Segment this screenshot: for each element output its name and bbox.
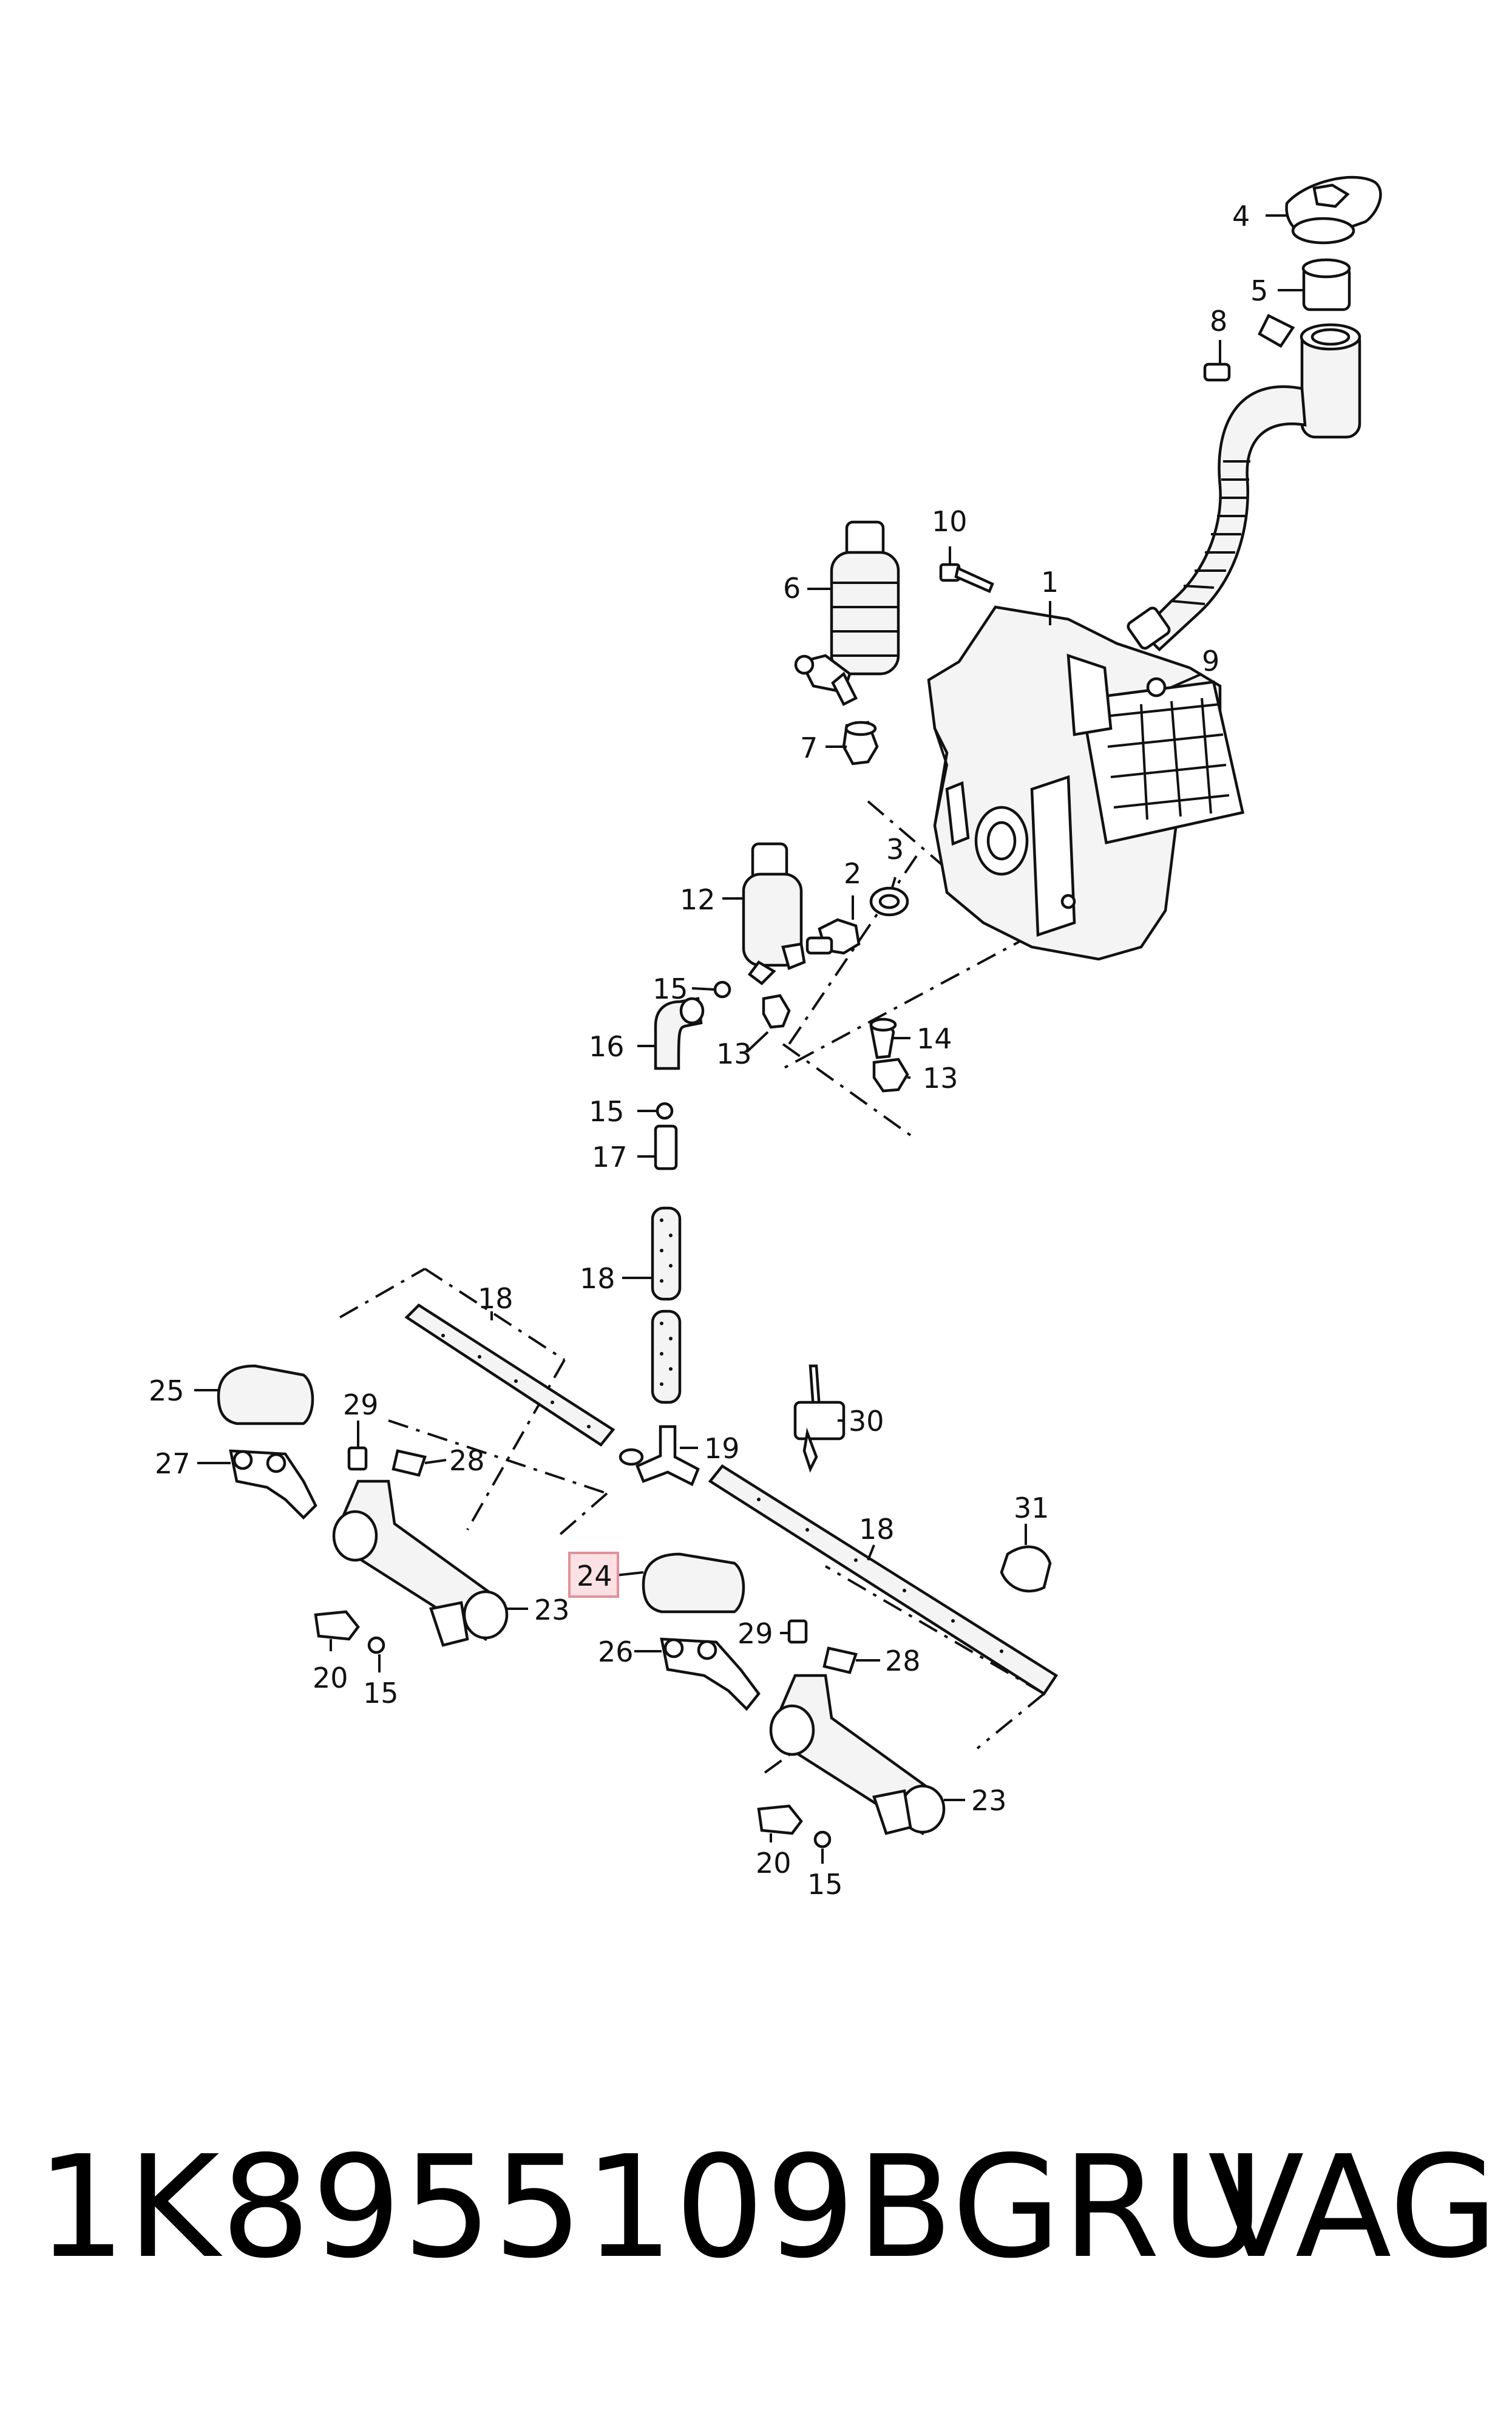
callout-1: 1 bbox=[1041, 566, 1059, 599]
callout-15-right: 15 bbox=[807, 1868, 843, 1901]
left-headlight-washer bbox=[217, 1364, 509, 1654]
callout-8: 8 bbox=[1210, 305, 1227, 338]
callout-12: 12 bbox=[680, 883, 716, 916]
callout-24: 24 bbox=[577, 1560, 612, 1592]
callout-29-left: 29 bbox=[343, 1388, 379, 1421]
hose-clips bbox=[793, 1364, 1052, 1593]
callout-28-right: 28 bbox=[885, 1645, 921, 1677]
callout-17: 17 bbox=[592, 1141, 628, 1173]
callout-9: 9 bbox=[1202, 645, 1219, 677]
callout-2: 2 bbox=[844, 857, 861, 890]
washer-fluid-reservoir bbox=[927, 605, 1245, 961]
callout-18-right: 18 bbox=[859, 1513, 895, 1546]
callout-6: 6 bbox=[783, 572, 801, 605]
hose-texture bbox=[660, 1218, 673, 1386]
callout-25: 25 bbox=[149, 1374, 185, 1407]
callout-labels: 4 5 8 10 1 9 6 7 12 2 3 15 13 14 13 16 1… bbox=[149, 200, 1268, 1901]
callout-15-left: 15 bbox=[363, 1677, 399, 1710]
callout-15-mid: 15 bbox=[589, 1095, 625, 1128]
brand-name: VAG bbox=[1208, 2125, 1499, 2289]
callout-28-left: 28 bbox=[449, 1444, 485, 1477]
callout-10: 10 bbox=[932, 505, 968, 538]
callout-4: 4 bbox=[1232, 200, 1250, 233]
washer-pump-lower bbox=[713, 842, 909, 1093]
callout-23-right: 23 bbox=[971, 1784, 1007, 1817]
callout-18-center: 18 bbox=[580, 1262, 615, 1295]
right-headlight-washer bbox=[642, 1552, 946, 1849]
washer-pump-upper bbox=[794, 520, 900, 766]
callout-15-top: 15 bbox=[653, 973, 688, 1005]
filler-neck-assembly bbox=[1127, 175, 1382, 652]
callout-14: 14 bbox=[917, 1022, 952, 1055]
hose-line bbox=[404, 997, 1059, 1696]
callout-20-left: 20 bbox=[313, 1662, 348, 1694]
assembly-guide-lines bbox=[339, 800, 1045, 1774]
callout-5: 5 bbox=[1250, 274, 1268, 307]
part-number: 1K8955109BGRU bbox=[36, 2125, 1266, 2289]
highlight-box-24 bbox=[568, 1552, 619, 1598]
callout-29-right: 29 bbox=[737, 1617, 773, 1650]
callout-31: 31 bbox=[1014, 1492, 1049, 1524]
callout-19: 19 bbox=[704, 1432, 740, 1465]
callout-7: 7 bbox=[800, 732, 818, 764]
callout-13-left: 13 bbox=[716, 1037, 752, 1070]
callout-26: 26 bbox=[598, 1635, 634, 1668]
reservoir-fasteners bbox=[939, 563, 1167, 698]
callout-18-left: 18 bbox=[478, 1282, 514, 1315]
footer: 1K8955109BGRU VAG bbox=[36, 2125, 1498, 2295]
callout-13-right: 13 bbox=[923, 1062, 958, 1095]
callout-27: 27 bbox=[155, 1447, 191, 1480]
callout-30: 30 bbox=[849, 1405, 884, 1438]
callout-23-left: 23 bbox=[534, 1594, 570, 1626]
leader-lines bbox=[194, 214, 1304, 1864]
callout-3: 3 bbox=[886, 833, 904, 866]
callout-16: 16 bbox=[589, 1030, 625, 1063]
callout-20-right: 20 bbox=[756, 1847, 792, 1879]
